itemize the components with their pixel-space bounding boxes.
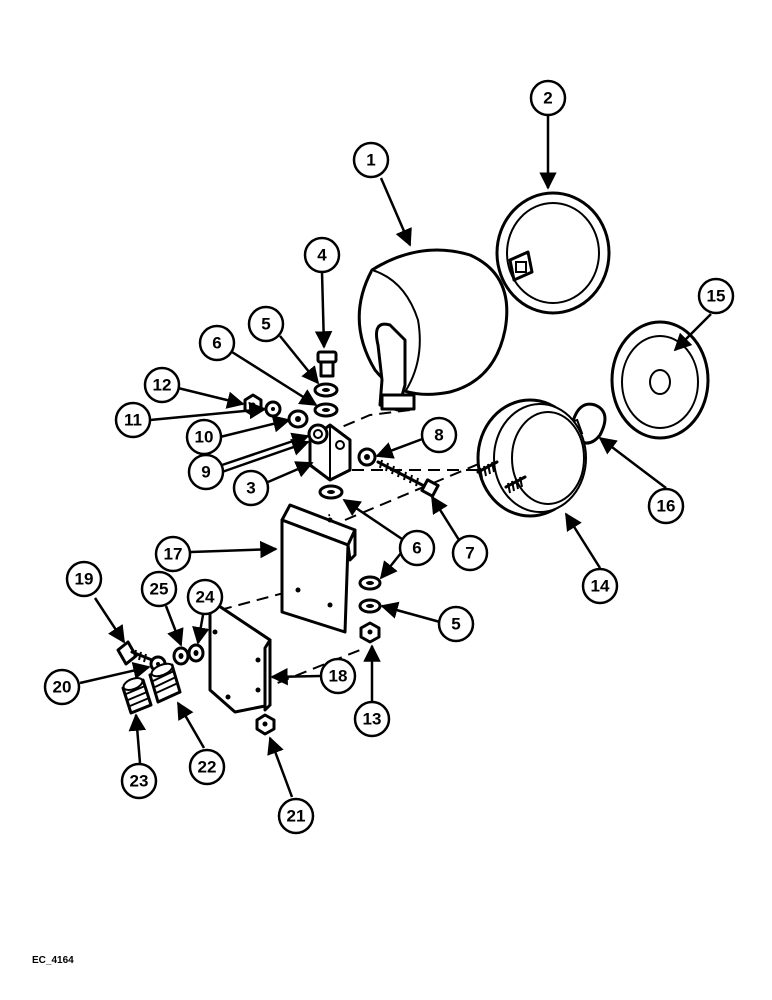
callout-17-label: 17 — [164, 545, 183, 564]
callout-5-lower-label: 5 — [451, 615, 460, 634]
part-5-washer-upper — [313, 382, 339, 398]
callout-14-label: 14 — [591, 577, 610, 596]
figure-code: EC_4164 — [32, 955, 74, 966]
callout-25-label: 25 — [150, 580, 169, 599]
callout-3-label: 3 — [246, 479, 255, 498]
callout-15-label: 15 — [707, 287, 726, 306]
part-13-nut — [359, 621, 381, 644]
part-8-nut — [357, 447, 377, 467]
callout-18-label: 18 — [329, 667, 348, 686]
callout-20-label: 20 — [53, 678, 72, 697]
part-21-nut — [255, 713, 276, 736]
part-4-bolt — [316, 350, 338, 378]
callout-1-label: 1 — [366, 151, 375, 170]
part-19-bolt — [116, 640, 154, 666]
callout-6-upper-label: 6 — [212, 334, 221, 353]
part-6-washer-upper — [313, 402, 339, 418]
part-18-mounting-plate — [203, 598, 272, 714]
callout-10: 10 — [185, 418, 223, 456]
callout-6-lower-label: 6 — [412, 539, 421, 558]
callout-2: 2 — [529, 79, 567, 117]
part-1-lamp-body — [357, 248, 509, 412]
part-3-pivot-bracket — [307, 423, 352, 482]
part-23-spring — [121, 677, 153, 715]
part-6-washer-lower — [358, 575, 382, 591]
part-25-washer — [172, 646, 190, 666]
callout-18: 18 — [319, 657, 357, 695]
part-7-long-bolt — [376, 459, 440, 498]
part-5-washer-lower — [358, 598, 382, 614]
callout-9: 9 — [187, 453, 225, 491]
callout-8: 8 — [420, 416, 458, 454]
callout-12: 12 — [143, 366, 181, 404]
callout-11-label: 11 — [124, 411, 142, 430]
part-12-nut — [243, 393, 263, 417]
callout-7: 7 — [451, 534, 489, 572]
callout-9-label: 9 — [201, 463, 210, 482]
callout-21-label: 21 — [287, 807, 306, 826]
part-22-spring — [148, 662, 182, 704]
part-2-rear-cover — [495, 191, 611, 315]
part-24-washer — [187, 643, 205, 663]
callout-19: 19 — [65, 560, 103, 598]
callout-19-label: 19 — [75, 570, 94, 589]
callout-13: 13 — [353, 700, 391, 738]
part-14-reflector — [476, 398, 587, 518]
callout-25: 25 — [140, 570, 178, 608]
callout-21: 21 — [277, 797, 315, 835]
callout-23-label: 23 — [130, 772, 149, 791]
callout-22-label: 22 — [198, 758, 217, 777]
callout-8-label: 8 — [434, 426, 443, 445]
callout-20: 20 — [43, 668, 81, 706]
callout-12-label: 12 — [153, 376, 172, 395]
leader-lines — [79, 116, 712, 798]
callout-5-lower: 5 — [437, 605, 475, 643]
part-17-main-bracket — [280, 503, 357, 634]
callout-3: 3 — [232, 469, 270, 507]
callout-17: 17 — [154, 535, 192, 573]
callout-10-label: 10 — [195, 428, 214, 447]
callout-13-label: 13 — [363, 710, 382, 729]
callout-15: 15 — [697, 277, 735, 315]
callout-11: 11 — [114, 401, 152, 439]
callout-5-upper: 5 — [247, 305, 285, 343]
callout-16-label: 16 — [657, 497, 676, 516]
callout-4-label: 4 — [317, 246, 327, 265]
part-15-lens — [610, 320, 710, 440]
callout-6-upper: 6 — [198, 324, 236, 362]
callout-24: 24 — [186, 578, 224, 616]
callout-7-label: 7 — [465, 544, 474, 563]
callout-24-label: 24 — [196, 588, 215, 607]
part-11-lockwasher — [264, 400, 282, 418]
part-10-washer — [287, 409, 309, 429]
callout-4: 4 — [303, 236, 341, 274]
callout-14: 14 — [581, 567, 619, 605]
callout-22: 22 — [188, 748, 226, 786]
callout-6-lower: 6 — [398, 529, 436, 567]
callout-23: 23 — [120, 762, 158, 800]
callout-16: 16 — [647, 487, 685, 525]
part-6-washer-lower-top — [318, 484, 344, 500]
callout-5-upper-label: 5 — [261, 315, 270, 334]
callout-1: 1 — [352, 141, 390, 179]
callout-2-label: 2 — [543, 89, 552, 108]
